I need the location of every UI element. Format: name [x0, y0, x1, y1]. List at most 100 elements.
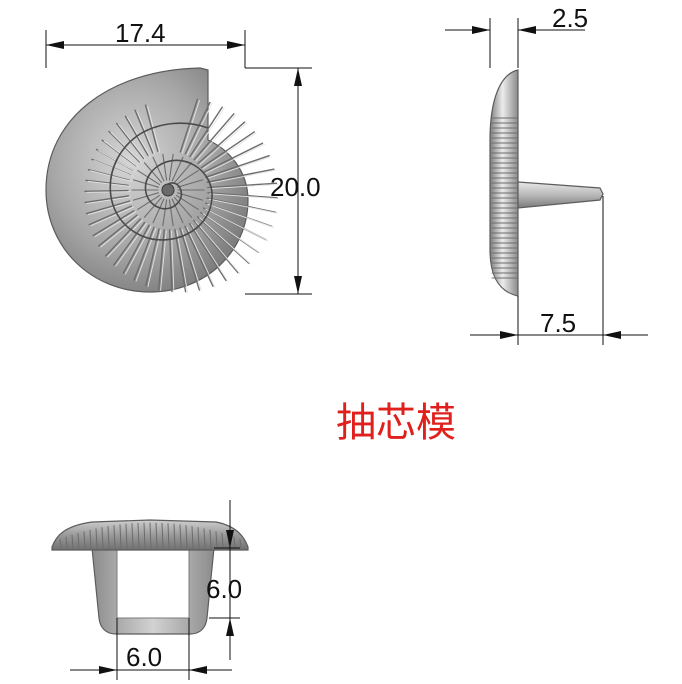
shell-inner-rib: [137, 194, 161, 211]
shell-rib: [174, 228, 187, 293]
cap-rib: [95, 528, 98, 549]
cap-ribs: [59, 522, 242, 549]
shell-rib-highlight: [135, 227, 157, 282]
dimension-pin-length: 7.5: [470, 196, 648, 345]
shell-rib-highlight: [160, 230, 167, 291]
shell-inner-rib: [173, 162, 193, 183]
cap-rib: [197, 527, 200, 549]
shell-inner-rib: [177, 179, 204, 188]
shell-rib: [88, 205, 133, 226]
cap-rib: [71, 534, 74, 549]
shell-rib: [189, 106, 223, 158]
shell-rib: [108, 130, 141, 163]
shell-rib: [85, 179, 129, 187]
shell-rib: [207, 182, 278, 189]
shell-rib: [206, 197, 277, 213]
shell-inner-rib: [162, 199, 168, 227]
dimension-cap-depth-label: 6.0: [206, 574, 242, 604]
shell-rib: [184, 101, 211, 155]
shell-rib-highlight: [136, 110, 156, 155]
shell-front-view: [45, 67, 280, 294]
shell-rib-highlight: [195, 114, 237, 162]
shell-rib-highlight: [86, 191, 131, 193]
shell-rib: [179, 98, 199, 153]
shell-inner-rib: [175, 169, 199, 186]
cap-rib: [83, 531, 86, 549]
shell-rib-highlight: [94, 211, 137, 237]
shell-rib: [85, 200, 131, 215]
shell-inner-rib: [132, 192, 159, 201]
cap-rib: [203, 528, 206, 549]
side-pin: [517, 181, 604, 209]
shell-rib-highlight: [205, 143, 265, 174]
shell-rib: [168, 229, 173, 293]
cap-rib: [131, 523, 134, 549]
cap-rib: [89, 529, 92, 549]
shell-center: [161, 183, 175, 197]
shell-inner-rib: [168, 153, 174, 181]
shell-rib: [193, 113, 235, 161]
cap-rib: [209, 529, 212, 549]
shell-rib: [206, 168, 275, 183]
note-label: 抽芯模: [336, 400, 456, 446]
cap-rib: [113, 525, 116, 549]
shell-rib: [145, 228, 160, 287]
shell-rib: [207, 192, 278, 199]
shell-inner-rib: [137, 169, 161, 186]
shell-rib: [196, 216, 250, 264]
cap-rib: [161, 522, 164, 549]
dimension-cap-width: 6.0: [70, 618, 232, 680]
shell-rib: [122, 224, 150, 274]
shell-inner-rib: [175, 194, 199, 211]
shell-rib-highlight: [191, 224, 229, 282]
shell-rib: [188, 222, 227, 282]
shell-rib: [87, 168, 130, 181]
shell-rib-highlight: [195, 221, 241, 275]
shell-rib-highlight: [88, 201, 133, 216]
shell-rib-highlight: [115, 222, 148, 267]
shell-ribs: [84, 98, 280, 294]
dimension-shell-width-label: 17.4: [115, 18, 166, 48]
dimension-shell-width: 17.4: [45, 18, 246, 68]
shell-rib-highlight: [103, 140, 139, 168]
shell-rib-highlight: [100, 215, 140, 248]
shell-rib-highlight: [126, 116, 151, 157]
shell-inner-rib: [152, 198, 165, 224]
shell-rib: [197, 121, 246, 165]
shell-rib-highlight: [181, 228, 202, 292]
dimension-shell-height-label: 20.0: [270, 172, 321, 202]
shell-rib: [92, 210, 135, 237]
cap-rib: [143, 522, 146, 549]
cap-rib: [149, 522, 152, 549]
shell-rib: [184, 225, 214, 287]
dimension-side-thickness: 2.5: [445, 3, 588, 68]
shell-rib-highlight: [209, 193, 280, 200]
shell-rib-highlight: [205, 208, 269, 242]
cap-rib: [125, 523, 128, 549]
dimension-shell-height: 20.0: [245, 67, 321, 295]
cap-rib: [233, 536, 236, 549]
shell-inner-rib: [168, 199, 174, 227]
shell-spiral: [109, 122, 213, 241]
cap-rib: [239, 538, 242, 549]
cap-rib: [173, 523, 176, 549]
shell-rib-highlight: [181, 100, 200, 154]
shell-rib-highlight: [199, 217, 252, 265]
shell-inner-rib: [143, 162, 163, 183]
cap-rib: [119, 524, 122, 549]
cap-cavity: [116, 547, 190, 619]
shell-side-view: [489, 69, 604, 297]
cap-rib: [101, 527, 104, 549]
dimension-cap-width-label: 6.0: [126, 642, 162, 672]
shell-rib-highlight: [202, 132, 257, 170]
cap-rib: [137, 522, 140, 549]
shell-rib-highlight: [107, 219, 143, 258]
shell-rib-highlight: [86, 196, 131, 204]
cap-rib: [179, 524, 182, 549]
shell-rib: [203, 142, 264, 173]
side-shell-ribs: [491, 117, 518, 279]
shell-rib-highlight: [118, 124, 147, 160]
shell-inner-rib: [173, 197, 193, 218]
shell-rib-highlight: [209, 183, 279, 189]
